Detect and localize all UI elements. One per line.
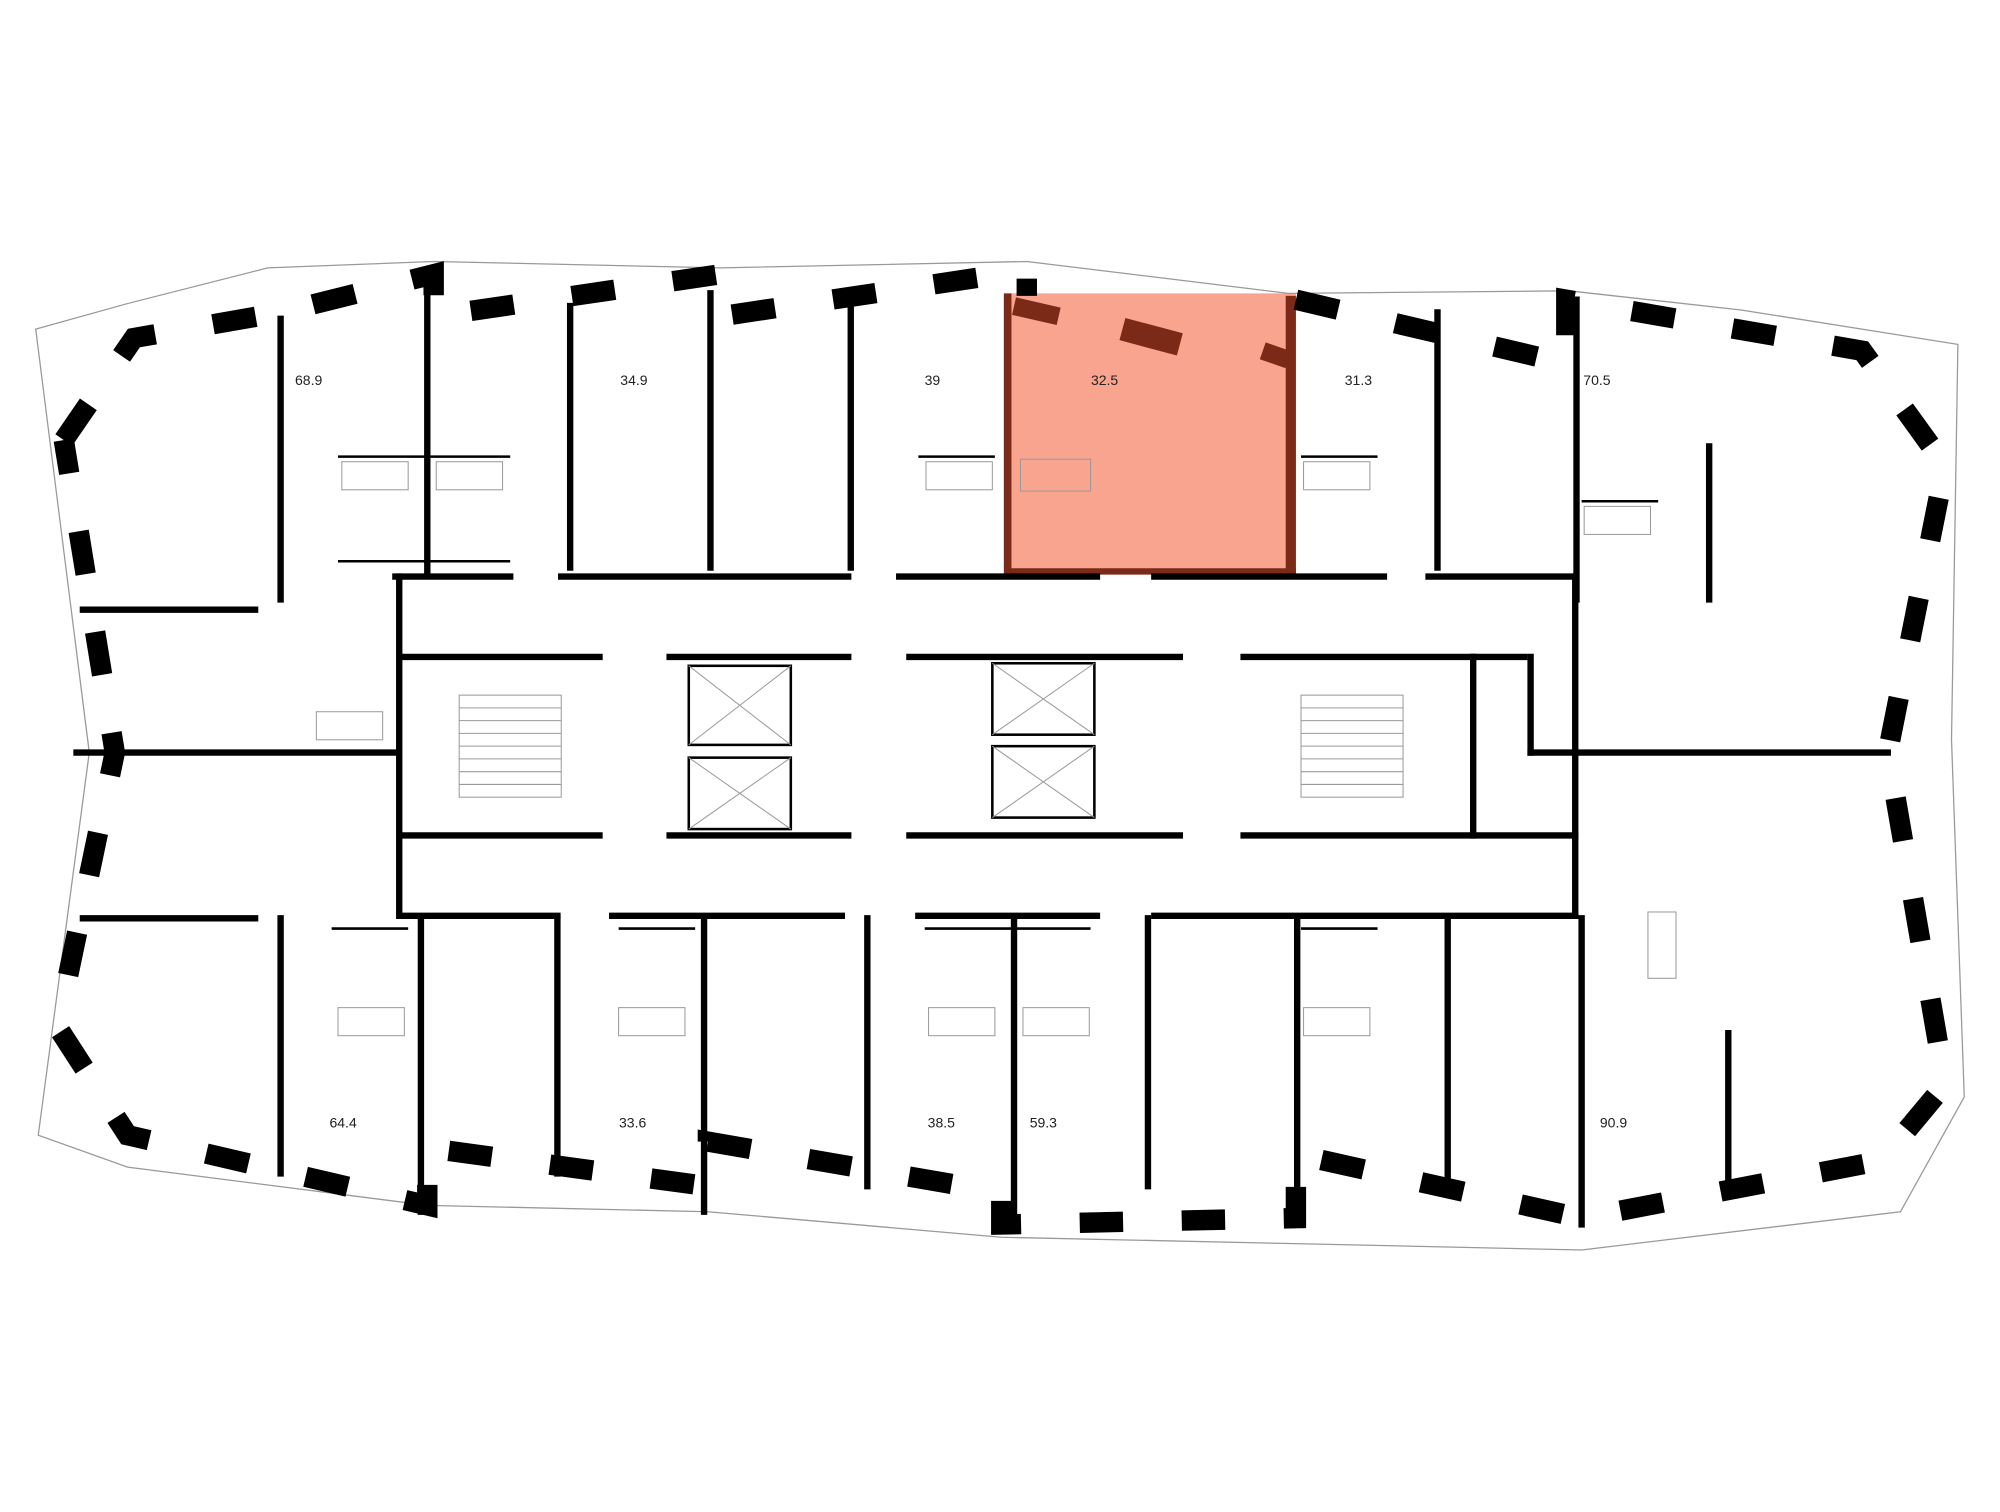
unit-area-label[interactable]: 90.9 bbox=[1600, 1115, 1627, 1131]
unit-area-label[interactable]: 34.9 bbox=[620, 372, 647, 388]
unit-area-label[interactable]: 38.5 bbox=[928, 1115, 955, 1131]
bathtubs bbox=[315, 461, 1677, 1037]
unit-partitions bbox=[277, 271, 1732, 1228]
unit-area-label[interactable]: 33.6 bbox=[619, 1115, 646, 1131]
unit-area-label[interactable]: 70.5 bbox=[1583, 372, 1610, 388]
corridor-walls bbox=[73, 573, 1891, 922]
unit-area-label[interactable]: 64.4 bbox=[329, 1115, 356, 1131]
selected-apartment-32-5[interactable] bbox=[1003, 293, 1296, 575]
unit-area-label-selected[interactable]: 32.5 bbox=[1091, 372, 1118, 388]
stairs bbox=[458, 694, 1404, 798]
unit-area-label[interactable]: 68.9 bbox=[295, 372, 322, 388]
building-facade bbox=[35, 260, 1965, 1251]
unit-area-label[interactable]: 31.3 bbox=[1345, 372, 1372, 388]
unit-area-label[interactable]: 39 bbox=[925, 372, 941, 388]
unit-area-label[interactable]: 59.3 bbox=[1030, 1115, 1057, 1131]
elevators bbox=[687, 661, 1096, 831]
unit-area-labels: 68.9 34.9 39 32.5 31.3 70.5 64.4 33.6 38… bbox=[295, 372, 1627, 1130]
